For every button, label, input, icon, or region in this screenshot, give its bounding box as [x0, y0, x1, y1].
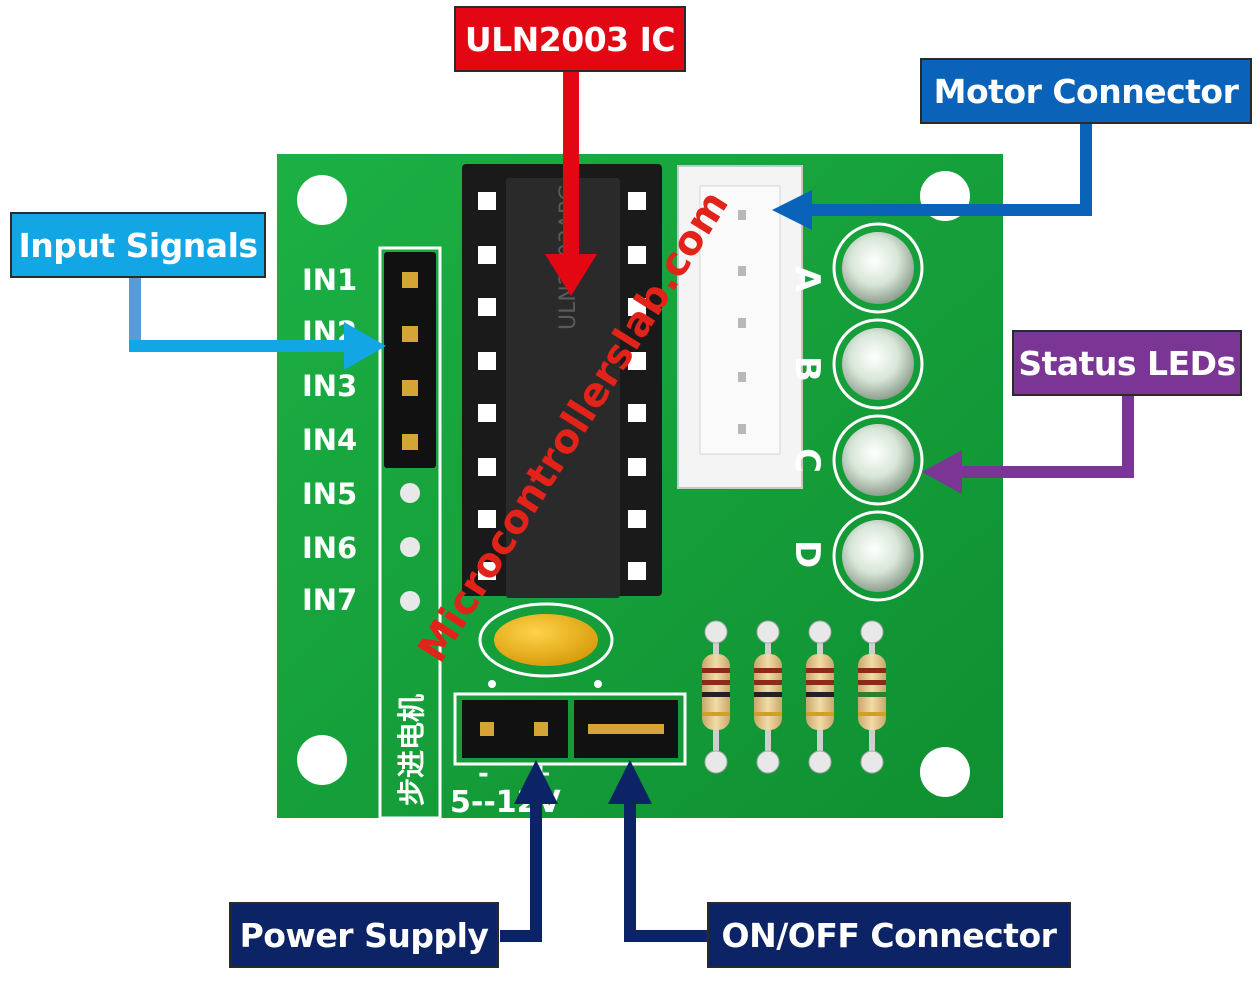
- status-leds: [832, 222, 924, 602]
- input-label-in6: IN6: [302, 531, 357, 565]
- input-header: [378, 246, 442, 820]
- power-supply-arrow: [500, 760, 558, 942]
- input-label-in1: IN1: [302, 263, 357, 297]
- input-label-in5: IN5: [302, 477, 357, 511]
- uln2003-chip: ULN2003APG: [462, 164, 662, 598]
- power-header: [453, 680, 687, 766]
- status-leds-arrow: [922, 396, 1134, 494]
- on-off-connector-callout: ON/OFF Connector: [707, 902, 1071, 968]
- chinese-label: 步进电机: [395, 694, 428, 806]
- uln2003-arrow: [545, 70, 597, 296]
- phase-label-c: C: [787, 448, 827, 473]
- resistors: [702, 620, 886, 774]
- motor-connector: [677, 165, 803, 489]
- input-signals-callout: Input Signals: [10, 212, 266, 278]
- input-label-in7: IN7: [302, 583, 357, 617]
- status-leds-callout: Status LEDs: [1012, 330, 1242, 396]
- power-supply-callout: Power Supply: [229, 902, 499, 968]
- uln2003-callout: ULN2003 IC: [454, 6, 686, 72]
- input-signals-arrow: [129, 276, 386, 370]
- minus-label: -: [478, 759, 489, 789]
- motor-connector-arrow: [772, 120, 1092, 230]
- input-label-in3: IN3: [302, 369, 357, 403]
- phase-label-b: B: [787, 356, 827, 382]
- on-off-arrow: [608, 760, 710, 942]
- motor-connector-callout: Motor Connector: [920, 58, 1252, 124]
- capacitor: [478, 602, 614, 678]
- input-label-in4: IN4: [302, 423, 357, 457]
- phase-label-a: A: [787, 266, 827, 293]
- phase-label-d: D: [787, 540, 827, 568]
